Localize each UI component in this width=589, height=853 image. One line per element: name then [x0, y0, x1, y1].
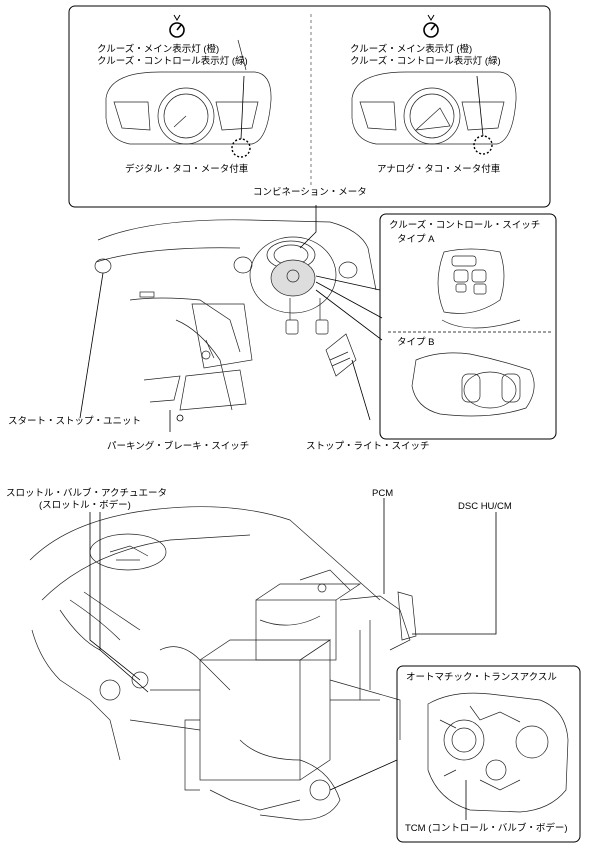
- cruise-switch-type-b-label: タイプ B: [397, 337, 435, 348]
- transaxle-art: [427, 692, 569, 813]
- dsc-hucm-label: DSC HU/CM: [458, 501, 512, 512]
- pcm-label: PCM: [372, 488, 394, 499]
- cruise-switch-type-a-label: タイプ A: [397, 234, 435, 245]
- steering-wheel: [249, 236, 337, 314]
- cruise-switch-type-a: [437, 248, 521, 329]
- indicator-dashed-circle-digital: [231, 138, 251, 158]
- digital-indicator-label-1: クルーズ・メイン表示灯 (橙): [97, 44, 220, 55]
- cruise-switch-frame: [379, 213, 557, 440]
- engine-leader-lines: [89, 498, 497, 820]
- digital-indicator-label-2: クルーズ・コントロール表示灯 (緑): [97, 56, 248, 67]
- digital-cluster-caption: デジタル・タコ・メータ付車: [125, 164, 249, 175]
- parking-brake-switch-label: パーキング・ブレーキ・スイッチ: [107, 441, 250, 452]
- throttle-actuator-label-1: スロットル・バルブ・アクチュエータ: [6, 488, 168, 499]
- analog-cluster-caption: アナログ・タコ・メータ付車: [377, 164, 501, 175]
- cruise-switch-title: クルーズ・コントロール・スイッチ: [389, 220, 541, 231]
- engine-bay-art: [29, 506, 417, 821]
- meter-frame: [68, 5, 551, 208]
- analog-indicator-label-2: クルーズ・コントロール表示灯 (緑): [350, 56, 501, 67]
- indicator-dashed-circle-analog: [473, 135, 493, 155]
- cabin-leader-lines: [79, 205, 383, 432]
- speedometer-icon-digital: [169, 14, 185, 38]
- throttle-actuator-label-2: (スロットル・ボデー): [39, 500, 131, 511]
- dashboard-art: [94, 219, 377, 411]
- cruise-switch-type-b: [411, 352, 535, 417]
- stop-light-switch-label: ストップ・ライト・スイッチ: [306, 441, 430, 452]
- start-stop-unit-label: スタート・ストップ・ユニット: [8, 416, 142, 427]
- analog-cluster: [351, 71, 517, 145]
- combination-meter-label: コンビネーション・メータ: [253, 187, 367, 198]
- speedometer-icon-analog: [423, 14, 439, 38]
- transaxle-frame: [396, 665, 581, 843]
- tcm-label: TCM (コントロール・バルブ・ボデー): [405, 823, 568, 834]
- analog-indicator-label-1: クルーズ・メイン表示灯 (橙): [350, 44, 473, 55]
- digital-cluster: [105, 39, 272, 145]
- transaxle-label: オートマチック・トランスアクスル: [406, 672, 557, 683]
